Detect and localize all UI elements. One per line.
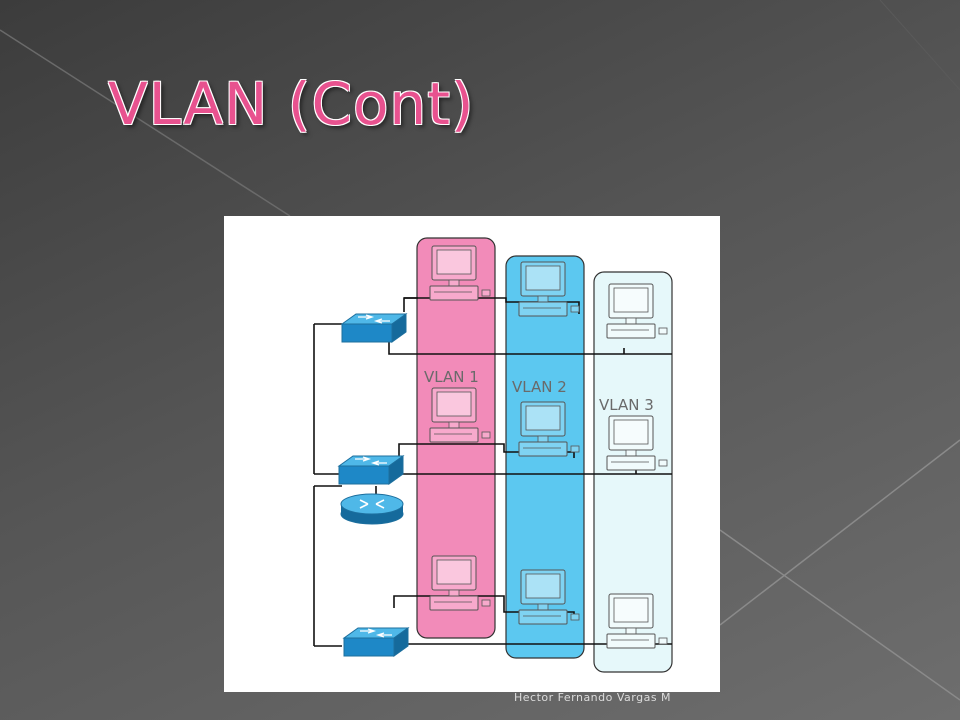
switch-icon xyxy=(343,627,409,657)
vlan-3-label: VLAN 3 xyxy=(599,396,654,414)
vlan-network-diagram: VLAN 1 VLAN 2 VLAN 3 xyxy=(224,216,720,692)
vlan-2-label: VLAN 2 xyxy=(512,378,567,396)
router-icon xyxy=(340,493,404,525)
slide-title: VLAN (Cont) xyxy=(108,70,475,138)
vlan-2-zone xyxy=(505,255,585,659)
footer-author: Hector Fernando Vargas M xyxy=(514,691,672,704)
vlan-3-zone xyxy=(593,271,673,673)
switch-icon xyxy=(341,313,407,343)
switch-icon xyxy=(338,455,404,485)
vlan-1-label: VLAN 1 xyxy=(424,368,479,386)
